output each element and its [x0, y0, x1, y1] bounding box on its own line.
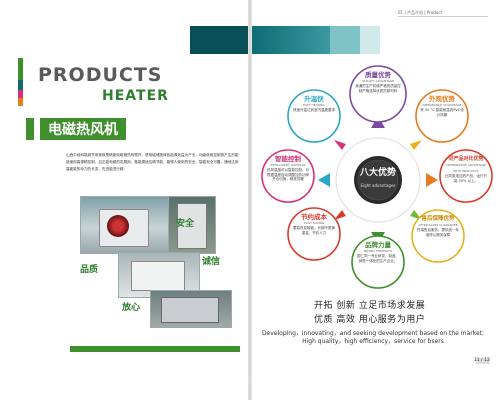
adv-intelligent: 智能控制 INTELLIGENT CONTROL 热风温度可以智能控制，可根据温…: [267, 155, 309, 181]
adv-comparison: 同产品对比优势 COMPARATIVE ADVANTAGE WITH PRODU…: [445, 156, 487, 183]
product-description: 山西中经科能城节用家政是精能电磁储热有限作、透电磁储施绿色能源效益为产业，动级使…: [66, 153, 239, 171]
arrow-dl: [334, 210, 346, 220]
accent-bar-teal: [18, 80, 23, 90]
accent-bar-orange: [18, 98, 23, 106]
product-photo-2: [168, 196, 216, 254]
top-color-bar-pale: [360, 26, 380, 54]
slogan-en-line2: High quality，high efficiency，service for…: [302, 338, 444, 345]
section-header: 01 | 产品介绍 | Product: [398, 10, 443, 15]
page-number-bar: [476, 358, 490, 364]
accent-bar-pink: [18, 90, 23, 98]
arrow-left: [318, 173, 330, 187]
machine-unit: [131, 261, 185, 291]
page-spine: [248, 0, 252, 400]
top-color-bar-dark: [190, 26, 250, 54]
circle-quality: [349, 65, 407, 123]
circle-comparison: [439, 149, 493, 203]
circle-intelligent: [261, 149, 315, 203]
adv-brand: 品牌力量 BRAND STRENGTH 国仁同一专业研发、制造、销售一体化的生产…: [357, 241, 399, 263]
circle-brand: [351, 235, 405, 289]
slogan-cn-line1: 开拓 创新 立足市场求发展: [314, 301, 426, 311]
header-underline: [398, 16, 488, 17]
bottom-accent-bar: [70, 346, 240, 352]
arrow-right: [426, 173, 438, 187]
top-color-bar-light: [330, 26, 360, 54]
adv-appearance: 外观优势 APPEARANCE ADVANTAGE 采 30 °C 智能耐温内P…: [420, 95, 464, 117]
page-subtitle-en: HEATER: [102, 88, 169, 104]
product-photo-4: [150, 290, 232, 328]
machine-unit-2: [161, 297, 219, 323]
cabinet: [177, 203, 207, 249]
advantage-circles: [261, 65, 493, 289]
machine-fan: [107, 215, 129, 237]
keyword-quality: 品质: [80, 265, 99, 275]
keyword-safety: 安全: [176, 219, 195, 229]
advantages-diagram: [261, 65, 493, 289]
adv-fastheat: 升温快 FAST HEATING 快速升温达到室内温度要求: [293, 95, 335, 112]
arrow-ur: [410, 140, 422, 150]
center-inner: [357, 159, 399, 201]
circle-fastheat: [287, 89, 341, 143]
arrow-ul: [334, 140, 346, 150]
center-subtitle: Eight advantages: [360, 183, 396, 188]
adv-cost: 节约成本 COST SAVING 蓄能改变释能，长期不更换重金，节约人力: [293, 213, 335, 235]
top-color-bar-teal: [250, 26, 330, 54]
circle-aftersales: [411, 209, 465, 263]
circle-appearance: [415, 89, 469, 143]
adv-aftersales: 售后保障优势 AFTER-SALES GUARANTEE 终端售后服务，提供统一…: [417, 216, 459, 237]
circle-cost: [287, 207, 341, 261]
slogan-en-line1: Developing，innovating，and seeking develo…: [261, 330, 485, 337]
product-photo-1: [80, 196, 170, 254]
keyword-honesty: 诚信: [202, 257, 221, 267]
page-title-en: PRODUCTS: [38, 64, 163, 86]
center-title: 八大优势: [359, 168, 396, 178]
title-cn-frame: [26, 118, 34, 140]
page-number: 11 / 12: [474, 358, 490, 363]
product-name-box: 电磁热风机: [40, 118, 126, 140]
accent-bar-green: [18, 58, 23, 80]
slogan-cn-line2: 优质 高效 用心服务为用户: [314, 315, 426, 325]
center-ring: [335, 137, 421, 223]
adv-quality: 质量优势 QUALITY ADVANTAGE 我通的生产机械严格的质量控制严格选…: [355, 71, 401, 93]
keyword-assurance: 放心: [122, 303, 141, 313]
